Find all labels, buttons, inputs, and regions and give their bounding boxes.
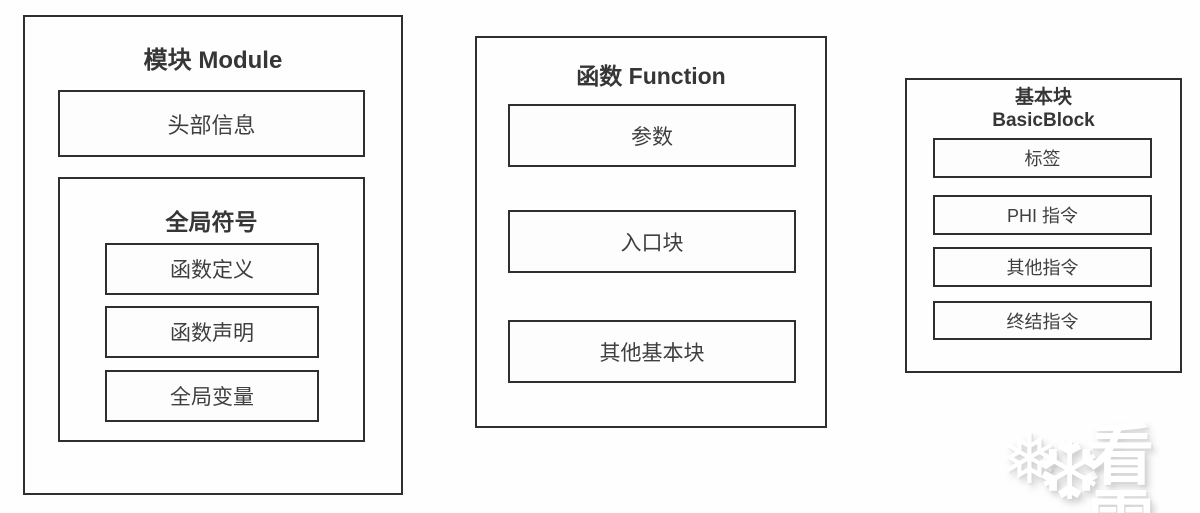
basicblock-title: 基本块 BasicBlock bbox=[905, 86, 1182, 132]
function-title: 函数 Function bbox=[576, 63, 726, 89]
label-label: 标签 bbox=[1024, 149, 1061, 169]
terminator-instructions-label: 终结指令 bbox=[1006, 311, 1079, 332]
function-definition-label: 函数定义 bbox=[170, 259, 254, 282]
other-basicblocks-box: 其他基本块 bbox=[508, 320, 796, 383]
global-variable-label: 全局变量 bbox=[170, 386, 254, 409]
other-instructions-label: 其他指令 bbox=[1006, 258, 1079, 278]
phi-instructions-box: PHI 指令 bbox=[933, 195, 1152, 235]
parameters-label: 参数 bbox=[631, 125, 673, 149]
entry-block-label: 入口块 bbox=[620, 231, 684, 255]
function-box bbox=[475, 36, 827, 428]
other-basicblocks-label: 其他基本块 bbox=[599, 341, 705, 365]
function-declaration-box: 函数声明 bbox=[105, 306, 319, 358]
global-variable-box: 全局变量 bbox=[105, 370, 319, 422]
function-definition-box: 函数定义 bbox=[105, 243, 319, 295]
basicblock-title-cn: 基本块 bbox=[1014, 87, 1072, 108]
entry-block-box: 入口块 bbox=[508, 210, 796, 273]
header-info-box: 头部信息 bbox=[58, 90, 365, 157]
global-symbols-title: 全局符号 bbox=[165, 209, 258, 235]
function-declaration-label: 函数声明 bbox=[170, 322, 254, 345]
label-box: 标签 bbox=[933, 138, 1152, 178]
phi-instructions-label: PHI 指令 bbox=[1006, 206, 1078, 226]
terminator-instructions-box: 终结指令 bbox=[933, 301, 1152, 340]
basicblock-title-en: BasicBlock bbox=[992, 110, 1095, 131]
module-box bbox=[23, 15, 403, 495]
watermark-text: 看雪 bbox=[1088, 418, 1154, 513]
parameters-box: 参数 bbox=[508, 104, 796, 167]
snowflake-icon: ❅ bbox=[1000, 420, 1059, 498]
header-info-label: 头部信息 bbox=[167, 112, 256, 138]
other-instructions-box: 其他指令 bbox=[933, 247, 1152, 287]
snowflake-large-icon: ❆ bbox=[1036, 427, 1104, 513]
global-symbols-box bbox=[58, 177, 365, 442]
module-title: 模块 Module bbox=[143, 47, 283, 74]
basicblock-box bbox=[905, 78, 1182, 373]
